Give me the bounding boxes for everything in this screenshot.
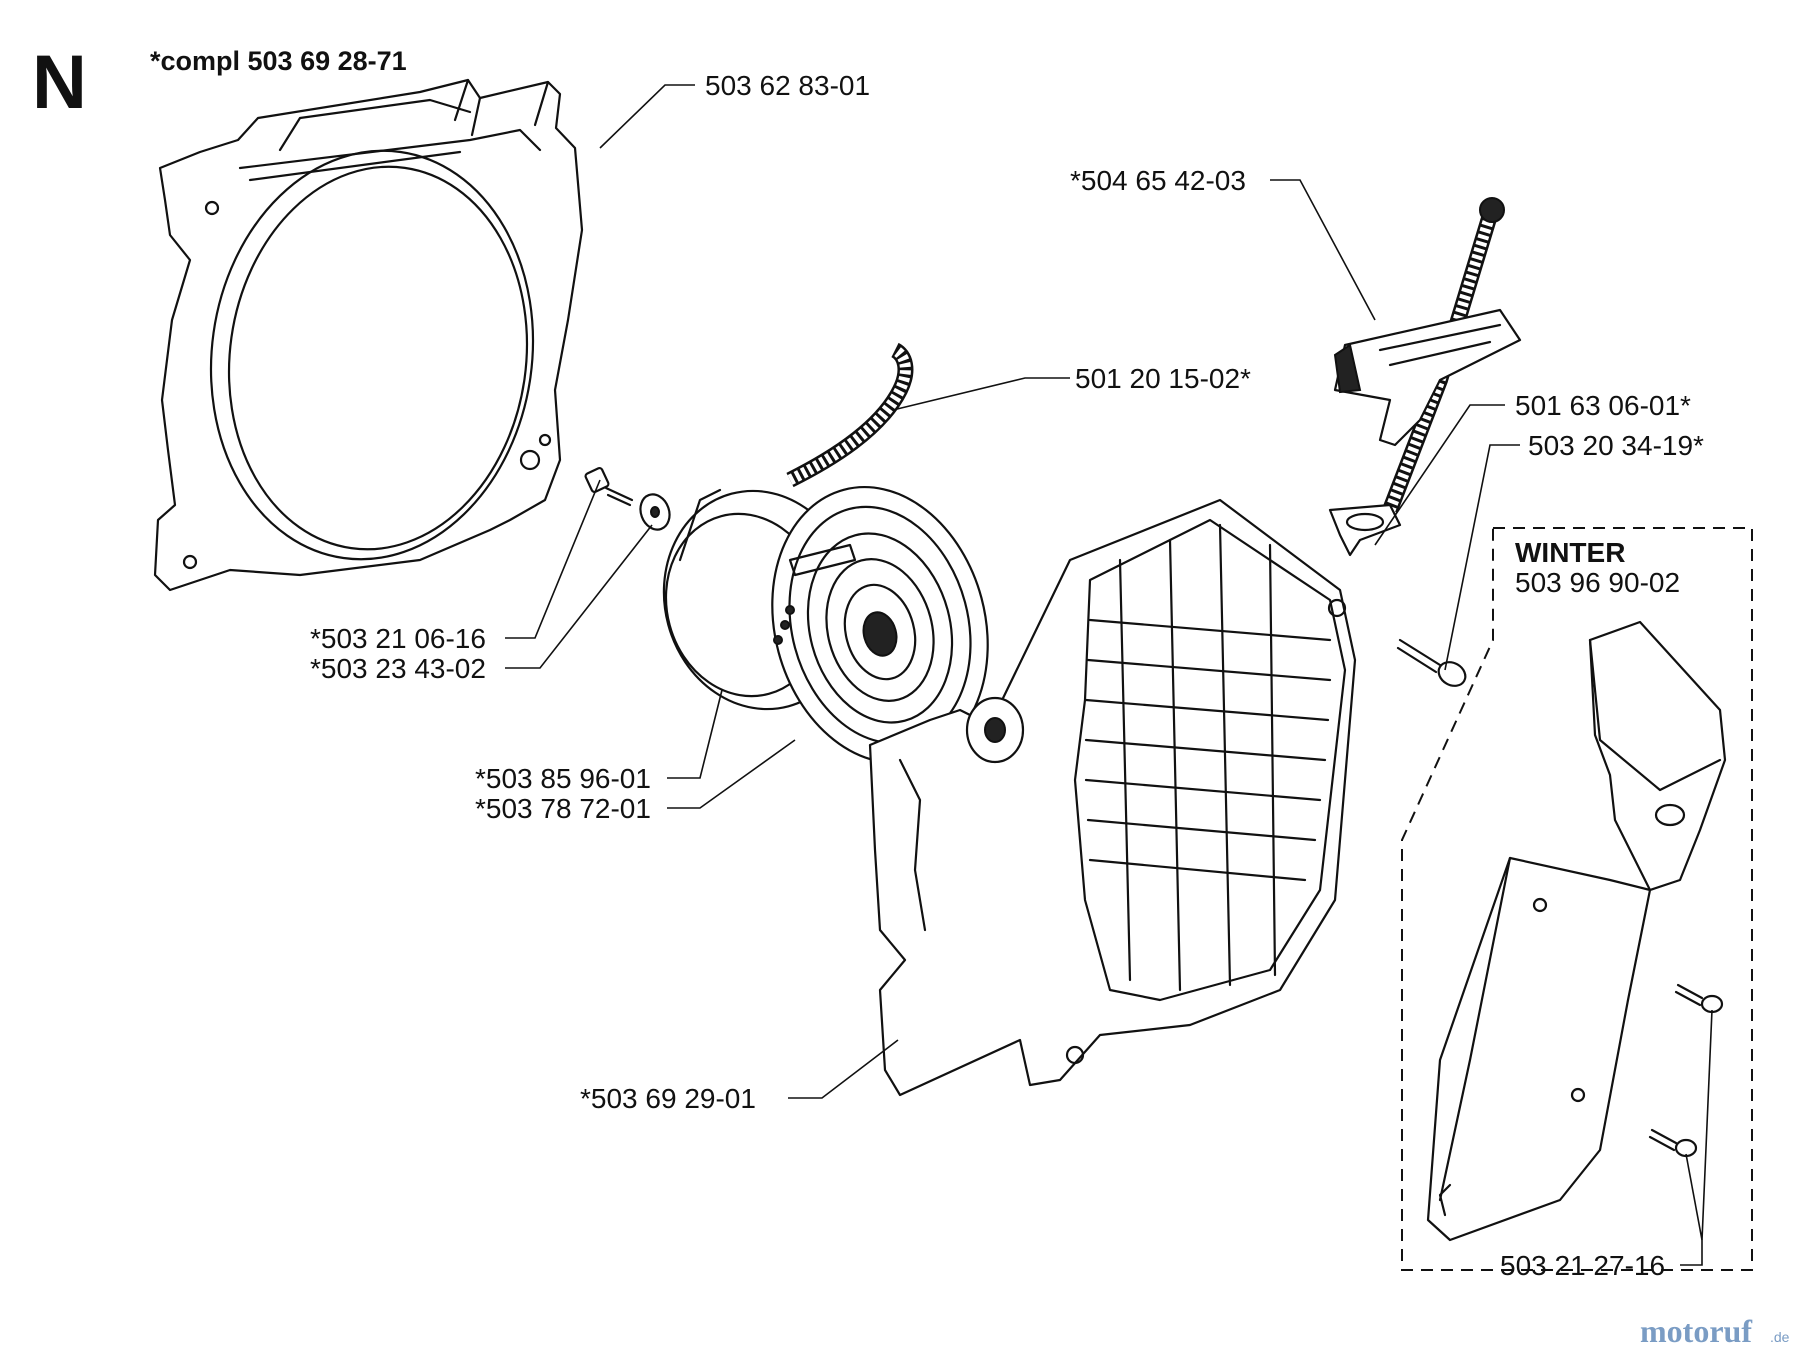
guide-screw-drawing: [1396, 638, 1467, 687]
part-label-rope: 501 20 15-02*: [1075, 363, 1251, 394]
watermark-tld: .de: [1770, 1329, 1790, 1345]
watermark: motoruf .de: [1640, 1313, 1790, 1349]
winter-kit-title: WINTER: [1515, 537, 1625, 568]
part-label-starter-cover: *503 69 29-01: [580, 1083, 756, 1114]
part-label-spring: *503 78 72-01: [475, 793, 651, 824]
fan-housing-drawing: [153, 78, 584, 592]
part-label-pulley: *503 85 96-01: [475, 763, 651, 794]
part-label-center-screw: *503 21 06-16: [310, 623, 486, 654]
center-screw-drawing: [584, 467, 671, 531]
section-letter: N: [32, 40, 87, 125]
part-label-fan-housing: 503 62 83-01: [705, 70, 870, 101]
labels: N *compl 503 69 28-71 503 62 83-01 *504 …: [32, 40, 1704, 1281]
leader-lines: [505, 84, 1713, 1266]
rope-drawing: [786, 342, 914, 488]
watermark-brand: motoruf: [1640, 1313, 1752, 1349]
pulley-drawing: [662, 485, 989, 765]
starter-cover-drawing: [868, 498, 1357, 1097]
part-label-rope-guide: 501 63 06-01*: [1515, 390, 1691, 421]
part-label-handle: *504 65 42-03: [1070, 165, 1246, 196]
winter-kit-box: [1401, 527, 1753, 1271]
winter-kit-number: 503 96 90-02: [1515, 567, 1680, 598]
part-label-guide-screw: 503 20 34-19*: [1528, 430, 1704, 461]
cover-grille: [1084, 523, 1332, 992]
part-label-winter-screws: 503 21 27-16: [1500, 1250, 1665, 1281]
assembly-label: *compl 503 69 28-71: [150, 46, 407, 76]
part-label-washer: *503 23 43-02: [310, 653, 486, 684]
handle-drawing: [1328, 197, 1522, 557]
